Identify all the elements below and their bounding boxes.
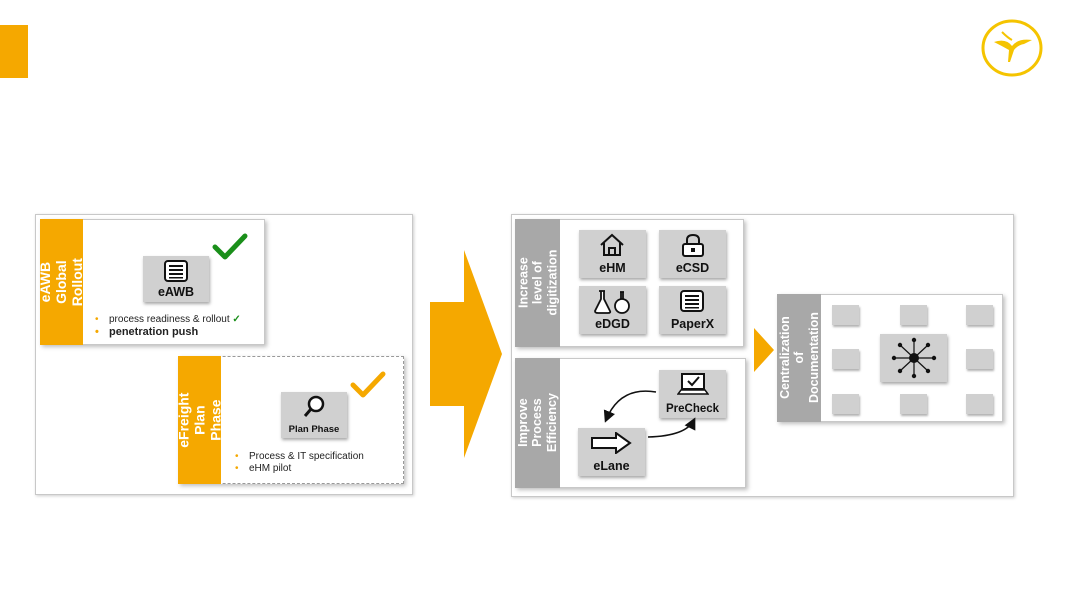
edgd-label: eDGD [595, 317, 630, 331]
big-arrow-icon [430, 250, 502, 458]
ecsd-label: eCSD [675, 261, 710, 275]
list-item: Process & IT specification [235, 451, 364, 463]
eawb-rollout-label: eAWB Global Rollout [37, 219, 86, 345]
right-arrow-icon [591, 432, 632, 454]
orange-check-icon [350, 371, 386, 398]
lock-icon [682, 233, 704, 257]
laptop-check-icon [677, 373, 709, 395]
house-icon [600, 233, 624, 256]
crane-logo-icon [981, 19, 1043, 77]
paperx-label: PaperX [670, 317, 715, 331]
doc-square [966, 394, 993, 414]
precheck-tile: PreCheck [659, 370, 726, 418]
doc-square [832, 394, 859, 414]
ehm-label: eHM [599, 261, 626, 275]
ehm-tile: eHM [579, 230, 646, 278]
process-efficiency-label: Improve Process Efficiency [515, 358, 560, 488]
ecsd-tile: eCSD [659, 230, 726, 278]
elane-tile: eLane [578, 428, 645, 476]
centralization-label: Centralization of Documentation [777, 294, 821, 422]
elane-label: eLane [593, 459, 630, 473]
list-item: process readiness & rollout ✓ [95, 314, 241, 326]
hub-tile [880, 334, 947, 382]
eawb-bullets: process readiness & rollout ✓ penetratio… [95, 314, 241, 338]
doc-square [832, 305, 859, 325]
precheck-label: PreCheck [665, 403, 720, 415]
doc-square [832, 349, 859, 369]
efreight-bullets: Process & IT specification eHM pilot [235, 451, 364, 475]
accent-bar [0, 25, 28, 78]
green-check-icon [212, 233, 248, 260]
list-item: penetration push [95, 326, 241, 338]
cycle-arrows-icon [603, 390, 696, 438]
doc-square [966, 349, 993, 369]
network-hub-icon [891, 337, 937, 379]
edgd-tile: eDGD [579, 286, 646, 334]
efreight-plan-label: eFreight Plan Phase [175, 356, 224, 484]
eawb-tile-label: eAWB [157, 285, 195, 299]
magnifier-icon [303, 395, 325, 417]
doc-square [900, 305, 927, 325]
plan-phase-label: Plan Phase [288, 424, 340, 435]
document-icon [164, 260, 188, 282]
doc-square [900, 394, 927, 414]
eawb-tile: eAWB [143, 256, 209, 302]
doc-square [966, 305, 993, 325]
digitization-label: Increase level of digitization [515, 219, 560, 347]
list-item: eHM pilot [235, 463, 364, 475]
document-icon [680, 290, 704, 312]
paperx-tile: PaperX [659, 286, 726, 334]
plan-phase-tile: Plan Phase [281, 392, 347, 438]
flask-icon [594, 290, 630, 314]
small-arrow-icon [754, 328, 774, 372]
